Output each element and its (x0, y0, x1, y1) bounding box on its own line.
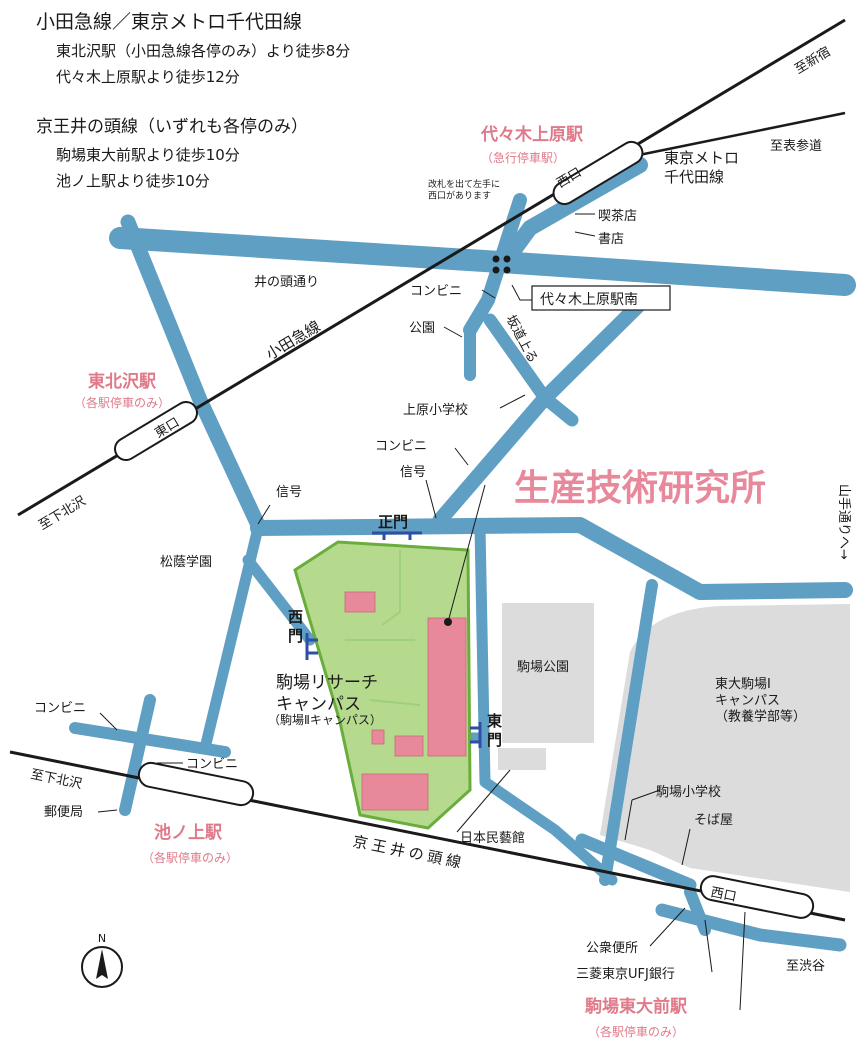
east-gate-mark (470, 722, 482, 748)
road-komaba-south (655, 903, 847, 952)
odakyu-access-line1: 東北沢駅（小田急線各停のみ）より徒歩8分 (56, 42, 350, 60)
keio-access-line2: 池ノ上駅より徒歩10分 (56, 172, 210, 190)
komaba-todaimae-station-sub: （各駅停車のみ） (588, 1024, 684, 1039)
komaba-todaimae-platform (699, 875, 815, 919)
todai-campus-area (600, 604, 850, 892)
landmark-koen: 公園 (409, 321, 435, 336)
station-capsules (113, 140, 815, 919)
bus-stop-box (531, 285, 671, 311)
road-yoyogi-south (463, 193, 527, 337)
inokashira-dori-label: 井の頭通り (254, 275, 319, 290)
higashi-kitazawa-station-name: 東北沢駅 (88, 371, 157, 392)
campus-sub: （駒場Ⅱキャンパス） (268, 713, 382, 727)
yoyogi-uehara-platform (552, 140, 644, 206)
landmark-shoingakuen: 松蔭学園 (160, 554, 212, 570)
compass-north-label: N (98, 932, 106, 945)
landmark-komaba-park: 駒場公園 (517, 660, 569, 675)
institute-name: 生産技術研究所 (514, 468, 766, 509)
chiyoda-line-label: 東京メトロ千代田線 (664, 149, 739, 186)
main-gate-label: 正門 (378, 513, 408, 531)
ticket-gate-note: 改札を出て左手に西口があります (428, 178, 500, 201)
gates (305, 531, 482, 748)
odakyu-access-title: 小田急線／東京メトロ千代田線 (36, 11, 302, 33)
ikenoue-station-sub: （各駅停車のみ） (142, 850, 238, 865)
komaba-todaimae-station-name: 駒場東大前駅 (585, 996, 688, 1017)
yoyogi-uehara-station-sub: （急行停車駅） (481, 150, 565, 165)
yamate-dori-label: 山手通りへ→ (836, 484, 851, 560)
compass-needle-icon (96, 949, 108, 979)
keio-line-label: 京王井の頭線 (351, 832, 466, 872)
road-yoyogi-southeast (497, 157, 648, 270)
landmark-public-toilet: 公衆便所 (586, 940, 638, 956)
landmark-kissaten: 喫茶店 (598, 208, 637, 224)
odakyu-access-line2: 代々木上原駅より徒歩12分 (56, 68, 240, 86)
mingeikan-building (498, 748, 546, 770)
west-gate-label: 西門 (288, 608, 303, 645)
leader-lines (97, 213, 746, 1011)
campus-buildings (344, 591, 467, 811)
road-ikenoue-ew (69, 722, 231, 758)
west-gate-mark (305, 633, 318, 660)
building-center-2 (394, 735, 424, 757)
building-institute (427, 617, 467, 757)
yoyogi-uehara-station-name: 代々木上原駅 (480, 124, 584, 145)
komaba-park-area (502, 603, 594, 743)
road-ikenoue-cross (119, 694, 156, 816)
road-east-gate (474, 522, 618, 886)
main-gate-mark (372, 531, 422, 540)
komaba-todaimae-west-exit: 西口 (709, 885, 737, 905)
landmark-shoten: 書店 (598, 232, 624, 247)
road-komaba-north (599, 579, 658, 886)
campus-area (293, 540, 472, 830)
keio-access-title: 京王井の頭線（いずれも各停のみ） (36, 117, 308, 137)
landmark-mingeikan: 日本民藝館 (460, 831, 525, 846)
landmark-signal-1: 信号 (400, 465, 426, 480)
higashi-kitazawa-platform (113, 400, 199, 462)
road-komaba-west (575, 833, 697, 892)
institute-marker (444, 618, 452, 626)
direction-omotesando: 至表参道 (770, 138, 822, 154)
building-center-1 (371, 729, 385, 745)
odakyu-line-label: 小田急線 (263, 317, 324, 363)
road-west-gate (242, 554, 316, 646)
keio-access-line1: 駒場東大前駅より徒歩10分 (56, 146, 240, 164)
road-main-gate (250, 517, 853, 600)
landmark-uehara-school: 上原小学校 (403, 402, 468, 418)
road-sakamichi (483, 313, 579, 427)
bus-stop-dots (492, 255, 511, 274)
east-gate-label: 東門 (487, 712, 502, 749)
landmark-komaba-school: 駒場小学校 (656, 784, 721, 800)
bus-stop-label: 代々木上原駅南 (540, 292, 638, 308)
landmark-convenience-1: コンビニ (410, 284, 462, 299)
landmark-post-office: 郵便局 (44, 805, 83, 820)
landmark-sobaya: そば屋 (694, 813, 733, 828)
direction-shimokitazawa-bottom: 至下北沢 (29, 767, 83, 792)
ikenoue-station-name: 池ノ上駅 (154, 822, 223, 843)
landmark-convenience-3: コンビニ (34, 701, 86, 716)
landmark-convenience-2: コンビニ (375, 439, 427, 454)
ikenoue-platform (137, 761, 255, 807)
landmark-signal-2: 信号 (276, 485, 302, 500)
higashi-kitazawa-station-sub: （各駅停車のみ） (74, 395, 170, 410)
landmark-bank: 三菱東京UFJ銀行 (576, 966, 675, 982)
road-higashi-kitazawa (120, 214, 266, 533)
landmark-convenience-4: コンビニ (186, 757, 238, 772)
inokashira-dori-road (109, 227, 856, 296)
building-west (344, 591, 376, 613)
compass-group (81, 946, 123, 988)
direction-shibuya: 至渋谷 (786, 959, 825, 974)
road-komaba-cross (684, 886, 711, 936)
building-south (361, 773, 429, 811)
campus-paths (345, 550, 421, 706)
road-network (69, 157, 856, 952)
campus-name: 駒場リサーチキャンパス (276, 673, 378, 714)
